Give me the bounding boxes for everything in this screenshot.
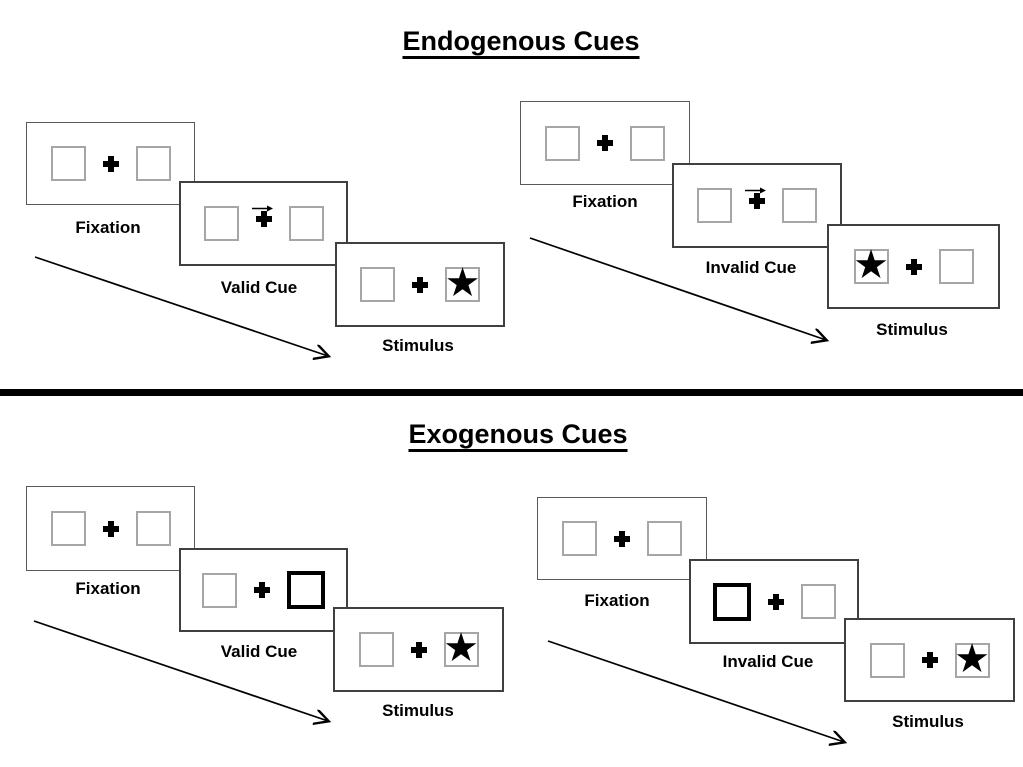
stimulus-panel: ★ — [827, 224, 1000, 309]
invalid-cue-panel — [689, 559, 859, 644]
placeholder-box-left — [869, 642, 905, 678]
target-box-right: ★ — [954, 636, 990, 681]
target-box-right: ★ — [443, 626, 479, 670]
placeholder-box-right — [630, 125, 665, 161]
star-icon: ★ — [444, 261, 481, 305]
timeline-arrow-endogenous-invalid — [529, 237, 826, 340]
star-icon: ★ — [443, 626, 479, 670]
placeholder-box-right — [135, 511, 171, 546]
fixation-cross-icon — [102, 155, 119, 172]
valid-cue-panel — [179, 548, 348, 632]
exogenous-section-title: Exogenous Cues — [408, 419, 628, 449]
target-box-left: ★ — [853, 243, 889, 287]
panel-label: Stimulus — [892, 712, 964, 731]
placeholder-box-left — [202, 572, 237, 608]
panel-label: Stimulus — [382, 336, 454, 355]
fixation-cross-icon — [255, 211, 272, 227]
panel-label: Stimulus — [382, 701, 454, 720]
fixation-cross-icon — [767, 593, 784, 610]
target-box-right: ★ — [444, 261, 481, 305]
placeholder-box-left — [358, 632, 394, 667]
endogenous-section-title: Endogenous Cues — [402, 26, 640, 56]
placeholder-box-left — [203, 206, 239, 241]
valid-cue-panel — [179, 181, 348, 266]
cue-highlight-box-right — [287, 571, 325, 609]
placeholder-box-left — [697, 188, 732, 223]
panel-label: Fixation — [572, 192, 638, 211]
placeholder-box-left — [360, 267, 395, 302]
timeline-arrow-endogenous-valid — [34, 256, 328, 356]
fixation-panel — [26, 122, 195, 205]
fixation-cross-icon — [412, 276, 428, 293]
cue-highlight-box-left — [712, 582, 751, 621]
right-arrow-icon — [251, 205, 273, 212]
fixation-panel — [520, 101, 690, 185]
star-icon: ★ — [853, 243, 889, 287]
fixation-cross-icon — [921, 652, 938, 668]
placeholder-box-right — [800, 584, 836, 619]
placeholder-box-left — [545, 125, 580, 161]
placeholder-box-right — [938, 249, 974, 284]
fixation-cross-icon — [410, 641, 427, 658]
fixation-cross-icon — [614, 530, 630, 547]
placeholder-box-left — [50, 511, 86, 546]
stimulus-panel: ★ — [335, 242, 505, 327]
panel-label: Fixation — [584, 591, 650, 610]
placeholder-box-left — [562, 521, 597, 556]
panel-label: Stimulus — [876, 320, 948, 339]
placeholder-box-left — [50, 146, 86, 181]
fixation-panel — [26, 486, 195, 571]
stimulus-panel: ★ — [333, 607, 504, 692]
panel-label: Fixation — [75, 579, 141, 598]
star-icon: ★ — [954, 636, 990, 681]
fixation-cross-icon — [102, 520, 119, 537]
timeline-arrow-exogenous-valid — [33, 620, 328, 721]
panel-label: Valid Cue — [220, 642, 298, 661]
panel-label: Valid Cue — [220, 278, 298, 297]
stimulus-panel: ★ — [844, 618, 1015, 702]
fixation-cross-icon — [597, 135, 613, 151]
panel-label: Invalid Cue — [705, 258, 797, 277]
panel-label: Fixation — [75, 218, 141, 237]
fixation-panel — [537, 497, 707, 580]
section-divider — [0, 389, 1023, 396]
placeholder-box-right — [135, 146, 171, 181]
panel-label: Invalid Cue — [722, 652, 814, 671]
invalid-cue-panel — [672, 163, 842, 248]
placeholder-box-right — [288, 206, 324, 241]
fixation-cross-icon — [905, 258, 922, 275]
right-arrow-icon — [745, 187, 766, 194]
fixation-cross-icon — [749, 193, 765, 209]
placeholder-box-right — [647, 521, 682, 556]
placeholder-box-right — [782, 188, 817, 223]
fixation-cross-icon — [254, 582, 270, 598]
